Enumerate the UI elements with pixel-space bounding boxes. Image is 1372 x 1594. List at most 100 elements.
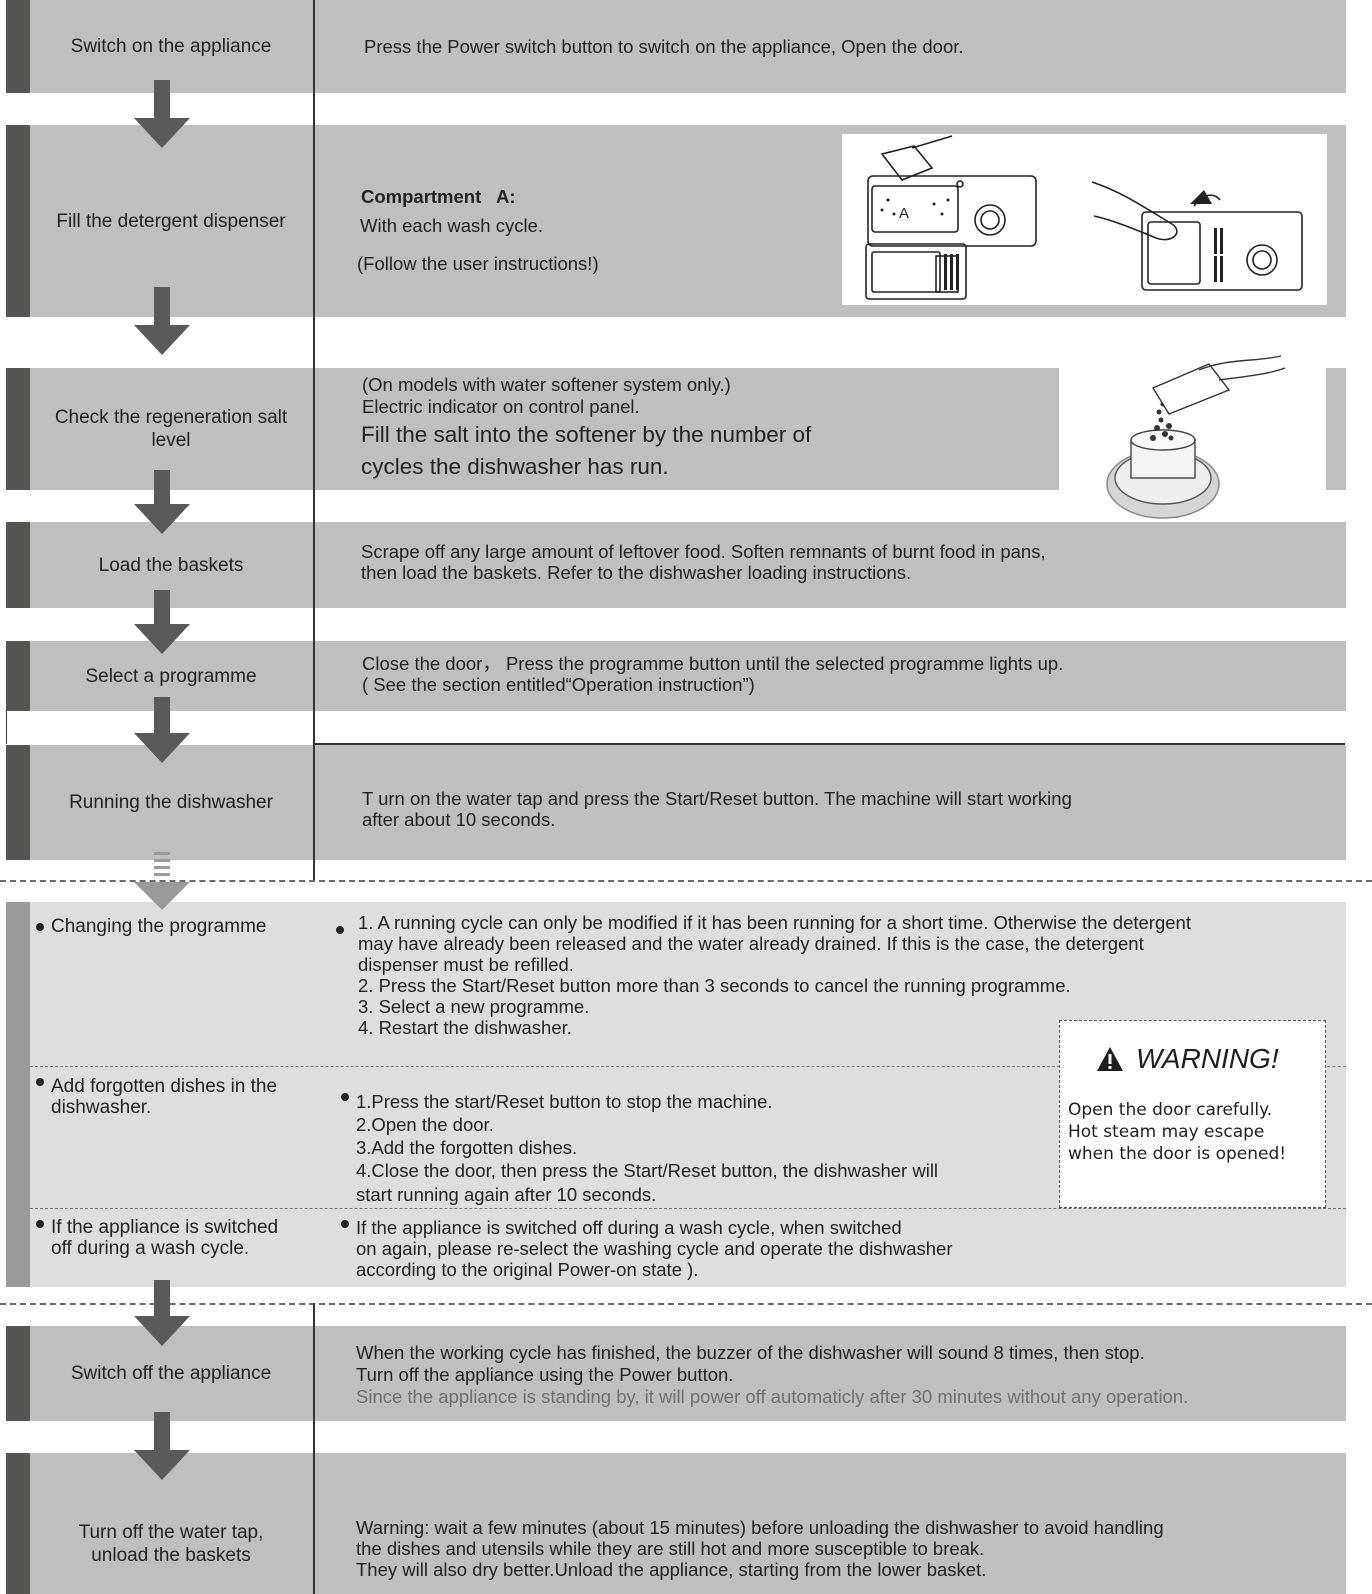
optional-label-switched-off-2: off during a wash cycle.: [51, 1238, 250, 1259]
changing-line-5: 3. Select a new programme.: [358, 996, 590, 1017]
step-bar: [6, 641, 30, 711]
changing-line-3: dispenser must be refilled.: [358, 954, 574, 975]
step-bar: [6, 522, 30, 608]
salt-line-3: Fill the salt into the softener by the n…: [361, 422, 812, 447]
warning-title: WARNING!: [1136, 1043, 1279, 1074]
optional-label-forgotten-1: Add forgotten dishes in the: [51, 1076, 278, 1097]
salt-filling-illustration: [1059, 344, 1326, 530]
running-line-2: after about 10 seconds.: [362, 809, 556, 830]
step-label-salt: Check the regeneration salt level: [54, 407, 288, 451]
load-line-1: Scrape off any large amount of leftover …: [361, 541, 1046, 562]
dashed-arrow-down-icon: [134, 852, 190, 910]
step-bar: [6, 125, 30, 317]
bullet-icon: [341, 1093, 349, 1101]
step-bar: [6, 745, 30, 860]
forgotten-line-4: 4.Close the door, then press the Start/R…: [356, 1160, 939, 1181]
warning-line-1: Open the door carefully.: [1068, 1100, 1273, 1120]
optional-label-changing: Changing the programme: [51, 916, 267, 937]
compartment-heading: Compartment A:: [361, 186, 516, 207]
column-divider: [313, 1303, 315, 1594]
warning-line-2: Hot steam may escape: [1068, 1122, 1265, 1142]
step-band-switch-off: [30, 1326, 1346, 1421]
arrow-down-icon: [134, 80, 190, 148]
step-band-switch-on: [30, 0, 1346, 93]
forgotten-line-2: 2.Open the door.: [356, 1114, 494, 1135]
step-band-load: [30, 522, 1346, 608]
step-label-load: Load the baskets: [98, 554, 244, 576]
step-label-switch-on: Switch on the appliance: [70, 36, 272, 57]
divider-line: [313, 743, 1345, 745]
section-divider-bottom: [0, 1303, 1372, 1305]
arrow-down-icon: [134, 697, 190, 763]
divider-line-left: [6, 711, 7, 744]
forgotten-line-1: 1.Press the start/Reset button to stop t…: [356, 1091, 773, 1112]
unload-line-3: They will also dry better.Unload the app…: [356, 1559, 987, 1580]
detergent-line-1: With each wash cycle.: [360, 215, 544, 236]
bullet-icon: [341, 1220, 349, 1228]
optional-row-divider: [30, 1066, 1060, 1067]
step-band-salt: [30, 368, 1059, 490]
compartment-letter: A: [899, 205, 909, 222]
arrow-down-icon: [134, 1412, 190, 1480]
switch-off-line-2: Turn off the appliance using the Power b…: [356, 1364, 734, 1385]
warning-box: WARNING! Open the door carefully. Hot st…: [1059, 1020, 1326, 1208]
switch-off-line-1: When the working cycle has finished, the…: [356, 1342, 1145, 1363]
salt-line-2: Electric indicator on control panel.: [362, 396, 640, 417]
salt-line-1: (On models with water softener system on…: [362, 374, 731, 395]
step-bar: [6, 0, 30, 93]
switched-off-line-2: on again, please re-select the washing c…: [356, 1238, 953, 1259]
arrow-down-icon: [134, 590, 190, 654]
unload-label-line-2: unload the baskets: [91, 1544, 251, 1566]
step-band-running: [30, 745, 1346, 860]
changing-line-2: may have already been released and the w…: [358, 933, 1144, 954]
dispenser-drawing-icon: A: [865, 135, 1303, 300]
step-band-unload: [30, 1453, 1346, 1594]
bullet-icon: [36, 923, 44, 931]
step-label-unload: Turn off the water tap, unload the baske…: [30, 1453, 312, 1594]
warning-line-3: when the door is opened!: [1068, 1144, 1287, 1164]
detergent-line-2: (Follow the user instructions!): [357, 253, 599, 274]
unload-label-line-1: Turn off the water tap,: [78, 1521, 264, 1543]
unload-line-2: the dishes and utensils while they are s…: [356, 1538, 985, 1559]
step-label-detergent: Fill the detergent dispenser: [56, 210, 286, 232]
changing-line-4: 2. Press the Start/Reset button more tha…: [358, 975, 1071, 996]
optional-label-forgotten-2: dishwasher.: [51, 1097, 152, 1118]
switched-off-line-3: according to the original Power-on state…: [356, 1259, 699, 1280]
optional-row-divider: [30, 1208, 1346, 1209]
step-text-switch-on: Press the Power switch button to switch …: [364, 36, 964, 57]
unload-line-1: Warning: wait a few minutes (about 15 mi…: [356, 1517, 1164, 1538]
changing-line-6: 4. Restart the dishwasher.: [358, 1017, 572, 1038]
arrow-down-icon: [134, 1280, 190, 1346]
arrow-down-icon: [134, 470, 190, 534]
salt-line-4: cycles the dishwasher has run.: [361, 454, 669, 479]
step-band-salt-right: [1326, 368, 1346, 490]
step-bar: [6, 1326, 30, 1421]
column-divider: [313, 0, 315, 880]
optional-bar: [6, 902, 30, 1287]
select-line-1: Close the door， Press the programme butt…: [362, 653, 1064, 674]
step-label-running: Running the dishwasher: [69, 792, 273, 813]
step-label-select: Select a programme: [85, 665, 257, 687]
optional-label-switched-off-1: If the appliance is switched: [51, 1217, 279, 1238]
forgotten-line-3: 3.Add the forgotten dishes.: [356, 1137, 578, 1158]
step-band-select: [30, 641, 1346, 711]
warning-header: WARNING!: [1096, 1043, 1279, 1075]
salt-container-icon: [1106, 355, 1286, 519]
warning-triangle-icon: [1097, 1047, 1123, 1071]
select-line-2: ( See the section entitled“Operation ins…: [362, 674, 755, 695]
running-line-1: T urn on the water tap and press the Sta…: [362, 788, 1072, 809]
load-line-2: then load the baskets. Refer to the dish…: [361, 562, 912, 583]
forgotten-line-5: start running again after 10 seconds.: [356, 1184, 657, 1205]
step-label-switch-off: Switch off the appliance: [70, 1363, 272, 1384]
arrow-down-icon: [134, 287, 190, 355]
section-divider-top: [0, 880, 1372, 882]
changing-line-1: 1. A running cycle can only be modified …: [358, 912, 1191, 933]
bullet-icon: [336, 926, 344, 934]
step-bar: [6, 368, 30, 490]
detergent-dispenser-illustration: A: [842, 134, 1327, 305]
bullet-icon: [36, 1220, 44, 1228]
bullet-icon: [36, 1078, 44, 1086]
step-bar: [6, 1453, 30, 1594]
optional-row-divider: [1327, 1066, 1346, 1067]
switch-off-note: Since the appliance is standing by, it w…: [356, 1386, 1189, 1407]
